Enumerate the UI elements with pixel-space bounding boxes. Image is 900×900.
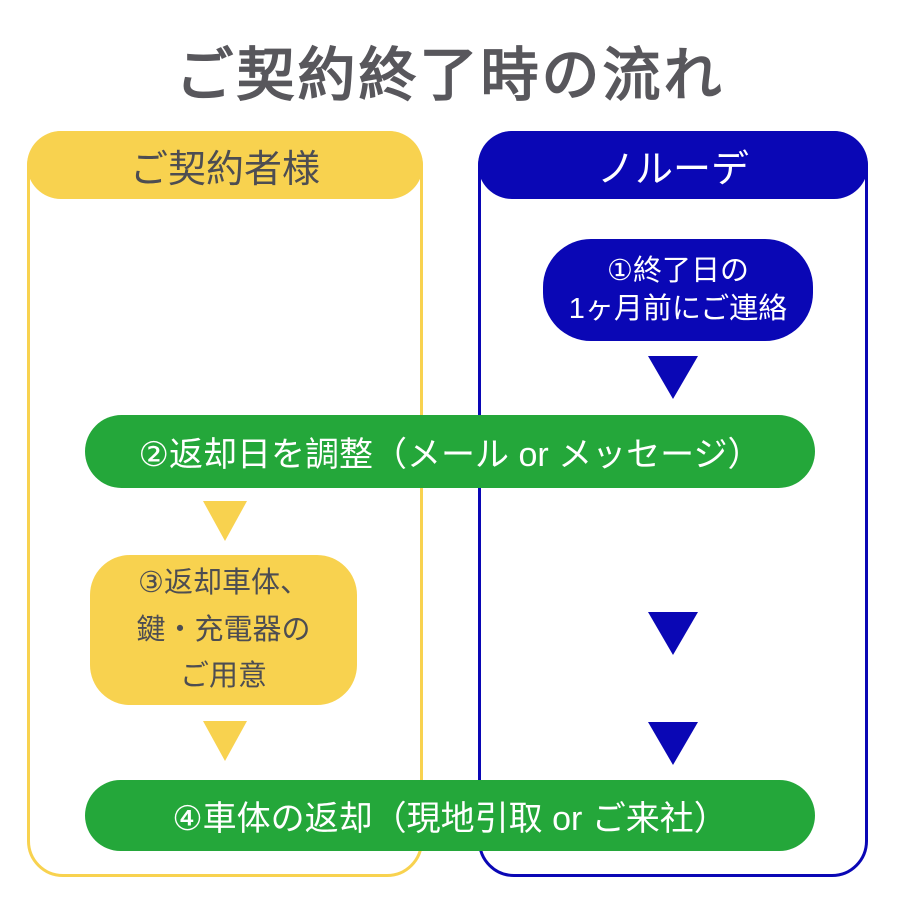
step3-prepare-box: ③返却車体、 鍵・充電器の ご用意 [90, 555, 357, 705]
arrow-down-blue-2-icon [648, 612, 698, 655]
arrow-down-blue-1-icon [648, 356, 698, 399]
step4-return-bar: ④車体の返却（現地引取 or ご来社） [85, 780, 815, 851]
step2-adjust-bar: ②返却日を調整（メール or メッセージ） [85, 415, 815, 488]
step1-contact-pill: ①終了日の 1ヶ月前にご連絡 [543, 239, 813, 341]
company-column-header: ノルーデ [478, 131, 868, 199]
step1-line1: ①終了日の [607, 254, 749, 287]
arrow-down-yellow-2-icon [203, 721, 247, 761]
company-column-header-label: ノルーデ [596, 148, 749, 191]
step3-line2: 鍵・充電器の [136, 613, 311, 646]
step3-line3: ご用意 [179, 660, 267, 693]
page-title: ご契約終了時の流れ [175, 43, 725, 108]
arrow-down-yellow-1-icon [203, 501, 247, 541]
arrow-down-blue-3-icon [648, 722, 698, 765]
step4-label: ④車体の返却（現地引取 or ご来社） [172, 800, 728, 838]
step1-line2: 1ヶ月前にご連絡 [568, 293, 788, 325]
step2-label: ②返却日を調整（メール or メッセージ） [138, 436, 762, 474]
contractor-column-header-label: ご契約者様 [129, 148, 320, 191]
step3-line1: ③返却車体、 [138, 567, 309, 600]
contractor-column-header: ご契約者様 [27, 131, 423, 199]
